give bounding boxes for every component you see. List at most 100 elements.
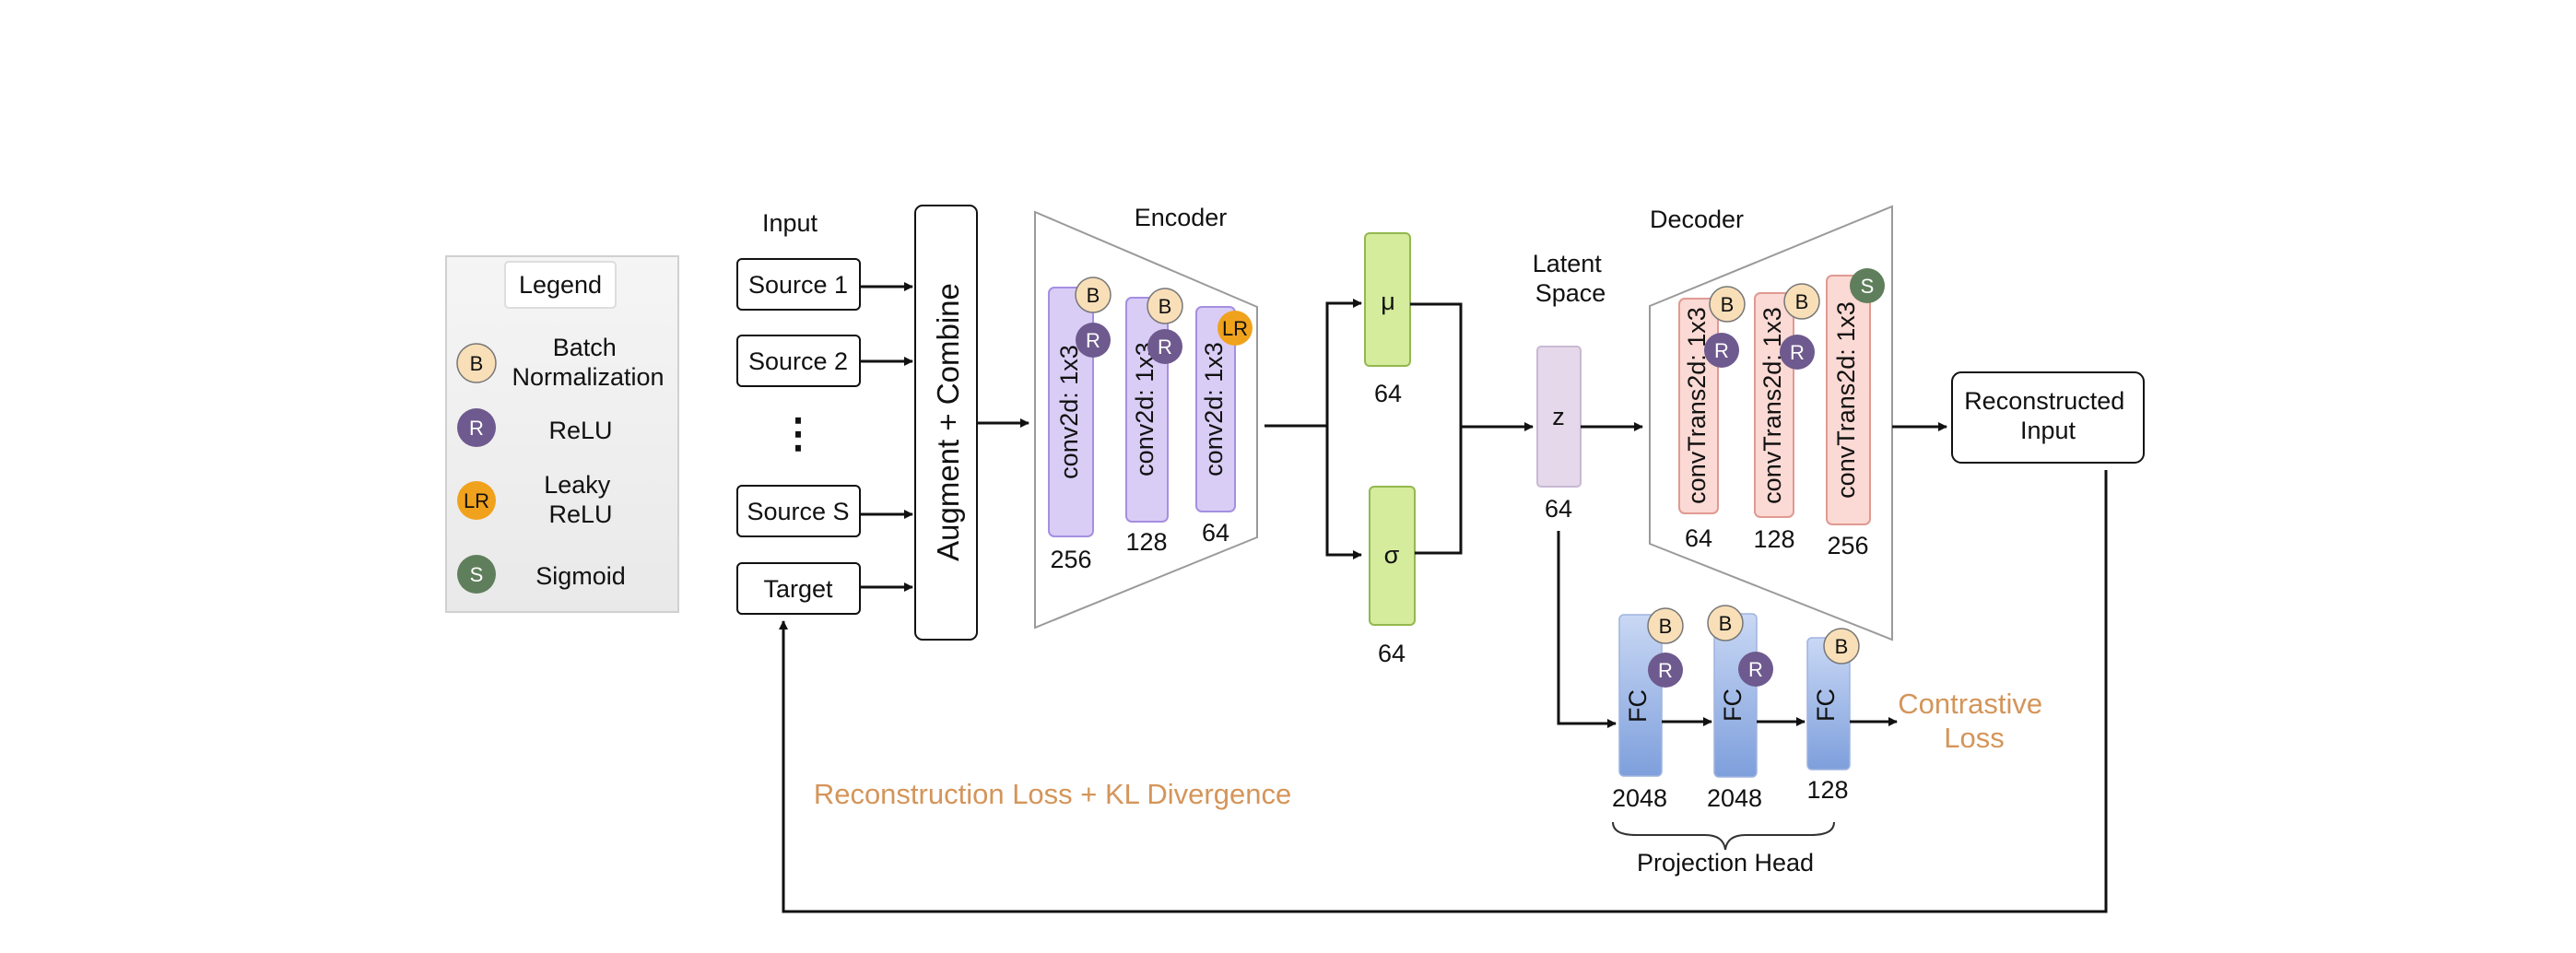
legend-title: Legend (519, 271, 602, 299)
sigma-box (1369, 486, 1416, 626)
encoder-to-mu-arrow (1325, 299, 1362, 426)
batch-norm-icon-letter: B (1835, 635, 1849, 658)
target-label: Target (763, 575, 833, 603)
projection-head-title: Projection Head (1637, 849, 1814, 877)
legend-item-sigmoid: S Sigmoid (457, 555, 626, 594)
sigma-label: σ (1384, 541, 1400, 569)
legend-item-relu: R ReLU (457, 408, 613, 447)
batch-norm-icon-letter: B (1719, 612, 1733, 635)
legend-item-leaky-relu: LR Leaky ReLU (457, 471, 618, 528)
sigma-block: σ 64 (1369, 486, 1416, 667)
fc-layer-1-label: FC (1624, 689, 1652, 723)
fc-layer-3-size: 128 (1806, 776, 1848, 804)
relu-icon (1648, 653, 1683, 688)
z-box (1536, 346, 1582, 488)
leaky-relu-icon-letter: LR (1222, 317, 1248, 340)
encoder-layer-1-size: 256 (1050, 546, 1091, 573)
mu-box (1364, 232, 1411, 367)
latent-title-line: Latent (1533, 250, 1603, 277)
latent-title: Latent Space (1533, 250, 1609, 307)
batch-norm-icon (1075, 276, 1112, 313)
batch-norm-icon (1823, 628, 1860, 665)
decoder-layer-1-label: convTrans2d: 1x3 (1683, 307, 1711, 504)
legend-label-leaky-relu: Leaky ReLU (544, 471, 618, 528)
fc-layer-2-size: 2048 (1707, 784, 1762, 812)
source-2-label: Source 2 (748, 347, 848, 375)
sigmoid-icon (1850, 268, 1885, 303)
input-arrows (860, 282, 1029, 592)
sigmoid-icon (457, 555, 496, 594)
legend-title-box (504, 261, 617, 309)
source-1-box (736, 258, 861, 311)
batch-norm-icon-letter: B (1087, 284, 1100, 307)
relu-icon (1076, 323, 1111, 358)
fc-layer-2-label: FC (1719, 688, 1747, 722)
leaky-relu-icon (1217, 311, 1253, 346)
feedback-loss-arrow (779, 470, 2108, 913)
source-s-label: Source S (747, 498, 849, 525)
decoder-layer-3 (1826, 275, 1871, 525)
relu-icon (1780, 335, 1815, 370)
contrastive-loss-line: Loss (1944, 722, 2004, 754)
reconstruction-loss-label: Reconstruction Loss + KL Divergence (814, 778, 1291, 810)
latent-title-line: Space (1535, 279, 1606, 307)
batch-norm-icon (1709, 286, 1746, 323)
legend: Legend B Batch Normalization R ReLU LR L… (445, 255, 679, 613)
z-label: z (1552, 403, 1565, 430)
fc-layer-1 (1618, 614, 1663, 777)
legend-label-batch-norm: Batch Normalization (512, 334, 664, 391)
latent-space: Latent Space z 64 (1533, 250, 1609, 523)
reconstructed-input: Reconstructed Input (1951, 371, 2145, 464)
decoder-layer-2-label: convTrans2d: 1x3 (1759, 307, 1786, 504)
decoder-layer-1-size: 64 (1685, 524, 1712, 552)
contrastive-loss-line: Contrastive (1898, 688, 2042, 720)
encoder-split-arrows (1264, 299, 1362, 559)
encoder: Encoder conv2d: 1x3 256 conv2d: 1x3 128 … (1034, 204, 1258, 629)
decoder-layer-2-size: 128 (1753, 525, 1794, 553)
sigma-size: 64 (1378, 640, 1406, 667)
legend-label-line: ReLU (548, 500, 612, 528)
mu-size: 64 (1374, 380, 1402, 407)
projection-head: FC 2048 FC 2048 FC 128 B R B R B Project… (1557, 531, 1898, 877)
relu-icon (457, 408, 496, 447)
relu-icon-letter: R (1748, 658, 1763, 681)
augment-combine-block: Augment + Combine (914, 205, 978, 641)
augment-combine-label: Augment + Combine (931, 283, 965, 561)
legend-label-line: Normalization (512, 363, 664, 391)
legend-label-line: Leaky (544, 471, 611, 499)
z-to-projection-arrow (1557, 531, 1617, 728)
batch-norm-icon (1147, 288, 1183, 324)
source-s-box (736, 485, 861, 537)
leaky-relu-icon-letter: LR (464, 489, 489, 512)
batch-norm-icon (456, 343, 497, 383)
sigmoid-icon-letter: S (470, 563, 484, 586)
fc-layer-3-label: FC (1812, 688, 1840, 722)
mu-to-z-line (1410, 302, 1463, 427)
decoder-layer-3-size: 256 (1827, 532, 1868, 559)
encoder-layer-3-label: conv2d: 1x3 (1200, 342, 1228, 476)
projection-head-brace (1612, 821, 1835, 851)
batch-norm-icon-letter: B (1795, 290, 1809, 313)
sigma-to-z-line (1415, 427, 1463, 555)
legend-label-line: Batch (553, 334, 617, 361)
relu-icon (1704, 333, 1739, 368)
relu-icon-letter: R (1658, 659, 1673, 682)
batch-norm-icon (1707, 605, 1744, 641)
batch-norm-icon-letter: B (1159, 295, 1172, 318)
fc-layer-1-size: 2048 (1612, 784, 1667, 812)
contrastive-loss-label: Contrastive Loss (1898, 688, 2050, 754)
source-1-label: Source 1 (748, 271, 848, 299)
reconstructed-input-box (1951, 371, 2145, 464)
encoder-layer-3 (1195, 306, 1236, 512)
relu-icon-letter: R (1714, 339, 1729, 362)
relu-icon-letter: R (1086, 329, 1100, 352)
reconstructed-input-line: Reconstructed (1964, 387, 2124, 415)
batch-norm-icon-letter: B (1659, 615, 1673, 638)
legend-label-sigmoid: Sigmoid (535, 562, 626, 590)
batch-norm-icon (1647, 607, 1684, 644)
mu-label: μ (1381, 288, 1395, 315)
batch-norm-icon-letter: B (1721, 293, 1735, 316)
batch-norm-icon-letter: B (470, 352, 484, 375)
encoder-title: Encoder (1135, 204, 1228, 231)
